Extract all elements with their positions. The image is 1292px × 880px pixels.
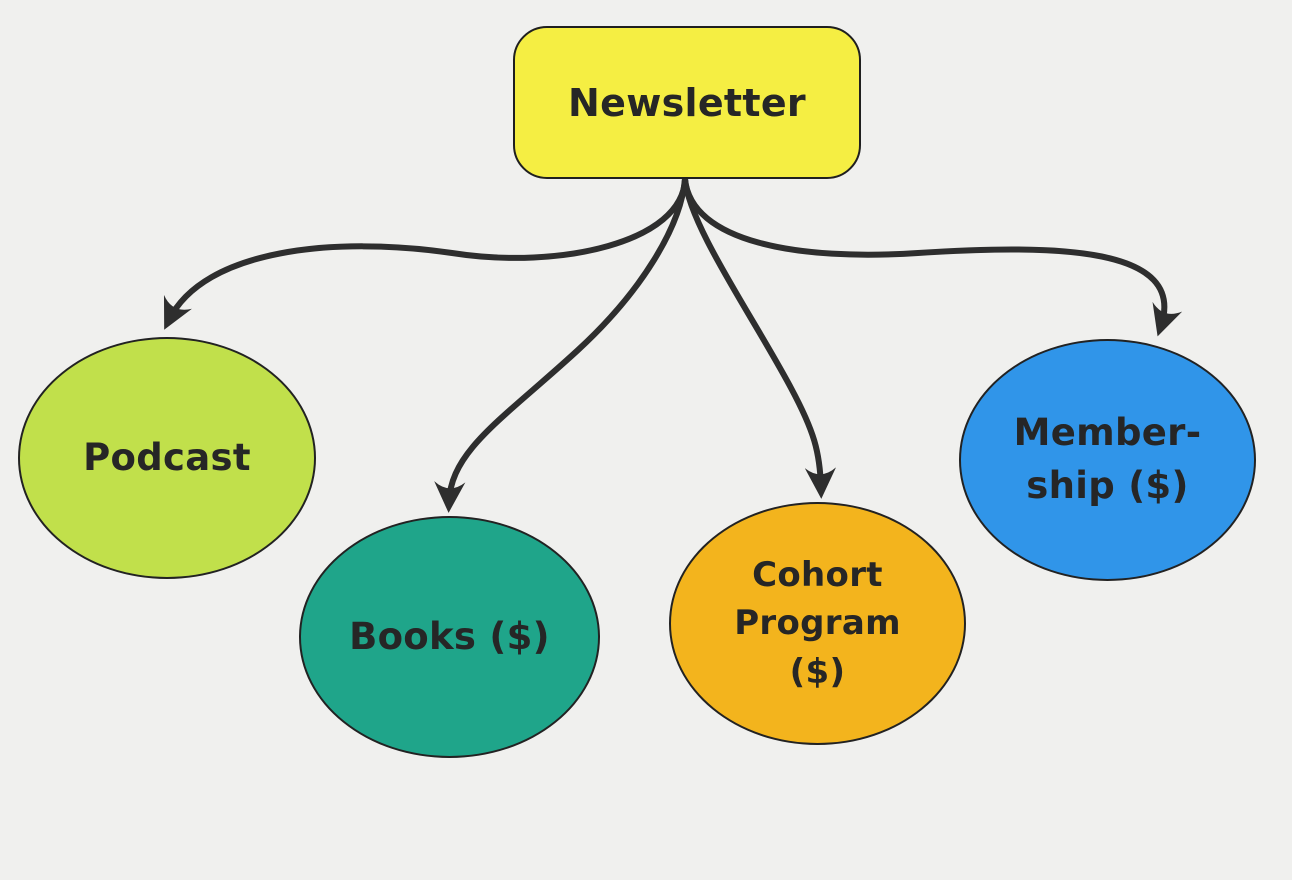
node-books-label: Books ($) [349,614,550,658]
arrow-newsletter-to-membership [682,176,1183,337]
arrow-newsletter-to-podcast [164,176,688,330]
node-cohort-program-label: Cohort Program ($) [734,555,901,692]
node-podcast-label: Podcast [83,435,251,479]
edge-group [164,176,1183,513]
node-membership-label: Member- ship ($) [1013,411,1202,507]
node-cohort-program[interactable]: Cohort Program ($) [669,502,966,745]
arrow-newsletter-to-cohort [682,176,837,499]
node-newsletter[interactable]: Newsletter [513,26,861,179]
node-membership[interactable]: Member- ship ($) [959,339,1256,581]
node-books[interactable]: Books ($) [299,516,600,758]
node-newsletter-label: Newsletter [568,80,806,125]
arrow-newsletter-to-books [434,176,688,513]
node-podcast[interactable]: Podcast [18,337,316,579]
